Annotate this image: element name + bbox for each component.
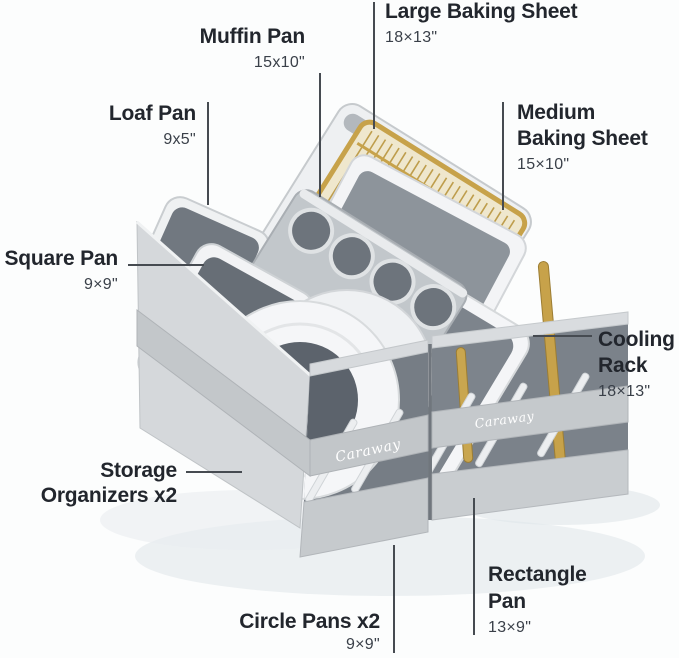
label-muffin-pan: Muffin Pan 15x10" bbox=[199, 24, 306, 73]
label-medium-baking-sheet: Medium Baking Sheet 15×10" bbox=[517, 100, 652, 175]
label-large-baking-sheet: Large Baking Sheet 18×13" bbox=[385, 0, 578, 48]
label-rectangle-pan: Rectangle Pan 13×9" bbox=[488, 561, 598, 638]
circle-pans-name: Circle Pans x2 bbox=[239, 610, 380, 633]
cooling-rack-dimensions: 18×13" bbox=[598, 383, 651, 400]
square-pan-dimensions: 9×9" bbox=[83, 276, 118, 293]
callout-line-loaf-pan bbox=[207, 102, 209, 205]
muffin-pan-name: Muffin Pan bbox=[199, 25, 306, 48]
storage-organizers-name: Storage Organizers x2 bbox=[40, 459, 178, 507]
loaf-pan-dimensions: 9x5" bbox=[163, 131, 196, 148]
cooling-rack-name: Cooling Rack bbox=[598, 328, 675, 377]
callout-line-muffin-pan bbox=[319, 73, 321, 197]
medium-baking-sheet-dimensions: 15×10" bbox=[517, 156, 570, 173]
callout-line-circle-pans bbox=[393, 545, 395, 653]
label-loaf-pan: Loaf Pan 9x5" bbox=[109, 101, 196, 150]
muffin-pan-dimensions: 15x10" bbox=[253, 54, 305, 71]
rectangle-pan-name: Rectangle Pan bbox=[488, 563, 587, 613]
medium-baking-sheet-name: Medium Baking Sheet bbox=[517, 101, 648, 150]
callout-line-cooling-rack bbox=[533, 335, 592, 337]
right-bin-top-rail bbox=[431, 311, 629, 349]
loaf-pan-name: Loaf Pan bbox=[108, 102, 196, 125]
left-front-strap bbox=[309, 414, 429, 477]
callout-line-storage-organizers bbox=[186, 471, 242, 473]
label-circle-pans: Circle Pans x2 9×9" bbox=[239, 609, 380, 655]
label-storage-organizers: Storage Organizers x2 bbox=[27, 458, 178, 508]
label-square-pan: Square Pan 9×9" bbox=[4, 246, 118, 295]
right-front-strap bbox=[431, 385, 629, 449]
circle-pans-dimensions: 9×9" bbox=[345, 636, 380, 653]
callout-line-rectangle-pan bbox=[473, 498, 475, 635]
callout-line-square-pan bbox=[128, 264, 204, 266]
square-pan-name: Square Pan bbox=[4, 247, 118, 270]
label-cooling-rack: Cooling Rack 18×13" bbox=[598, 327, 679, 402]
callout-line-large-baking-sheet bbox=[373, 2, 375, 129]
left-bin-base bbox=[299, 477, 429, 558]
large-baking-sheet-name: Large Baking Sheet bbox=[385, 0, 578, 23]
callout-line-medium-baking-sheet bbox=[502, 102, 504, 210]
right-bin-base bbox=[431, 449, 629, 521]
large-baking-sheet-dimensions: 18×13" bbox=[385, 29, 438, 46]
rectangle-pan-dimensions: 13×9" bbox=[488, 619, 532, 636]
left-bin-top-rail bbox=[309, 339, 429, 377]
